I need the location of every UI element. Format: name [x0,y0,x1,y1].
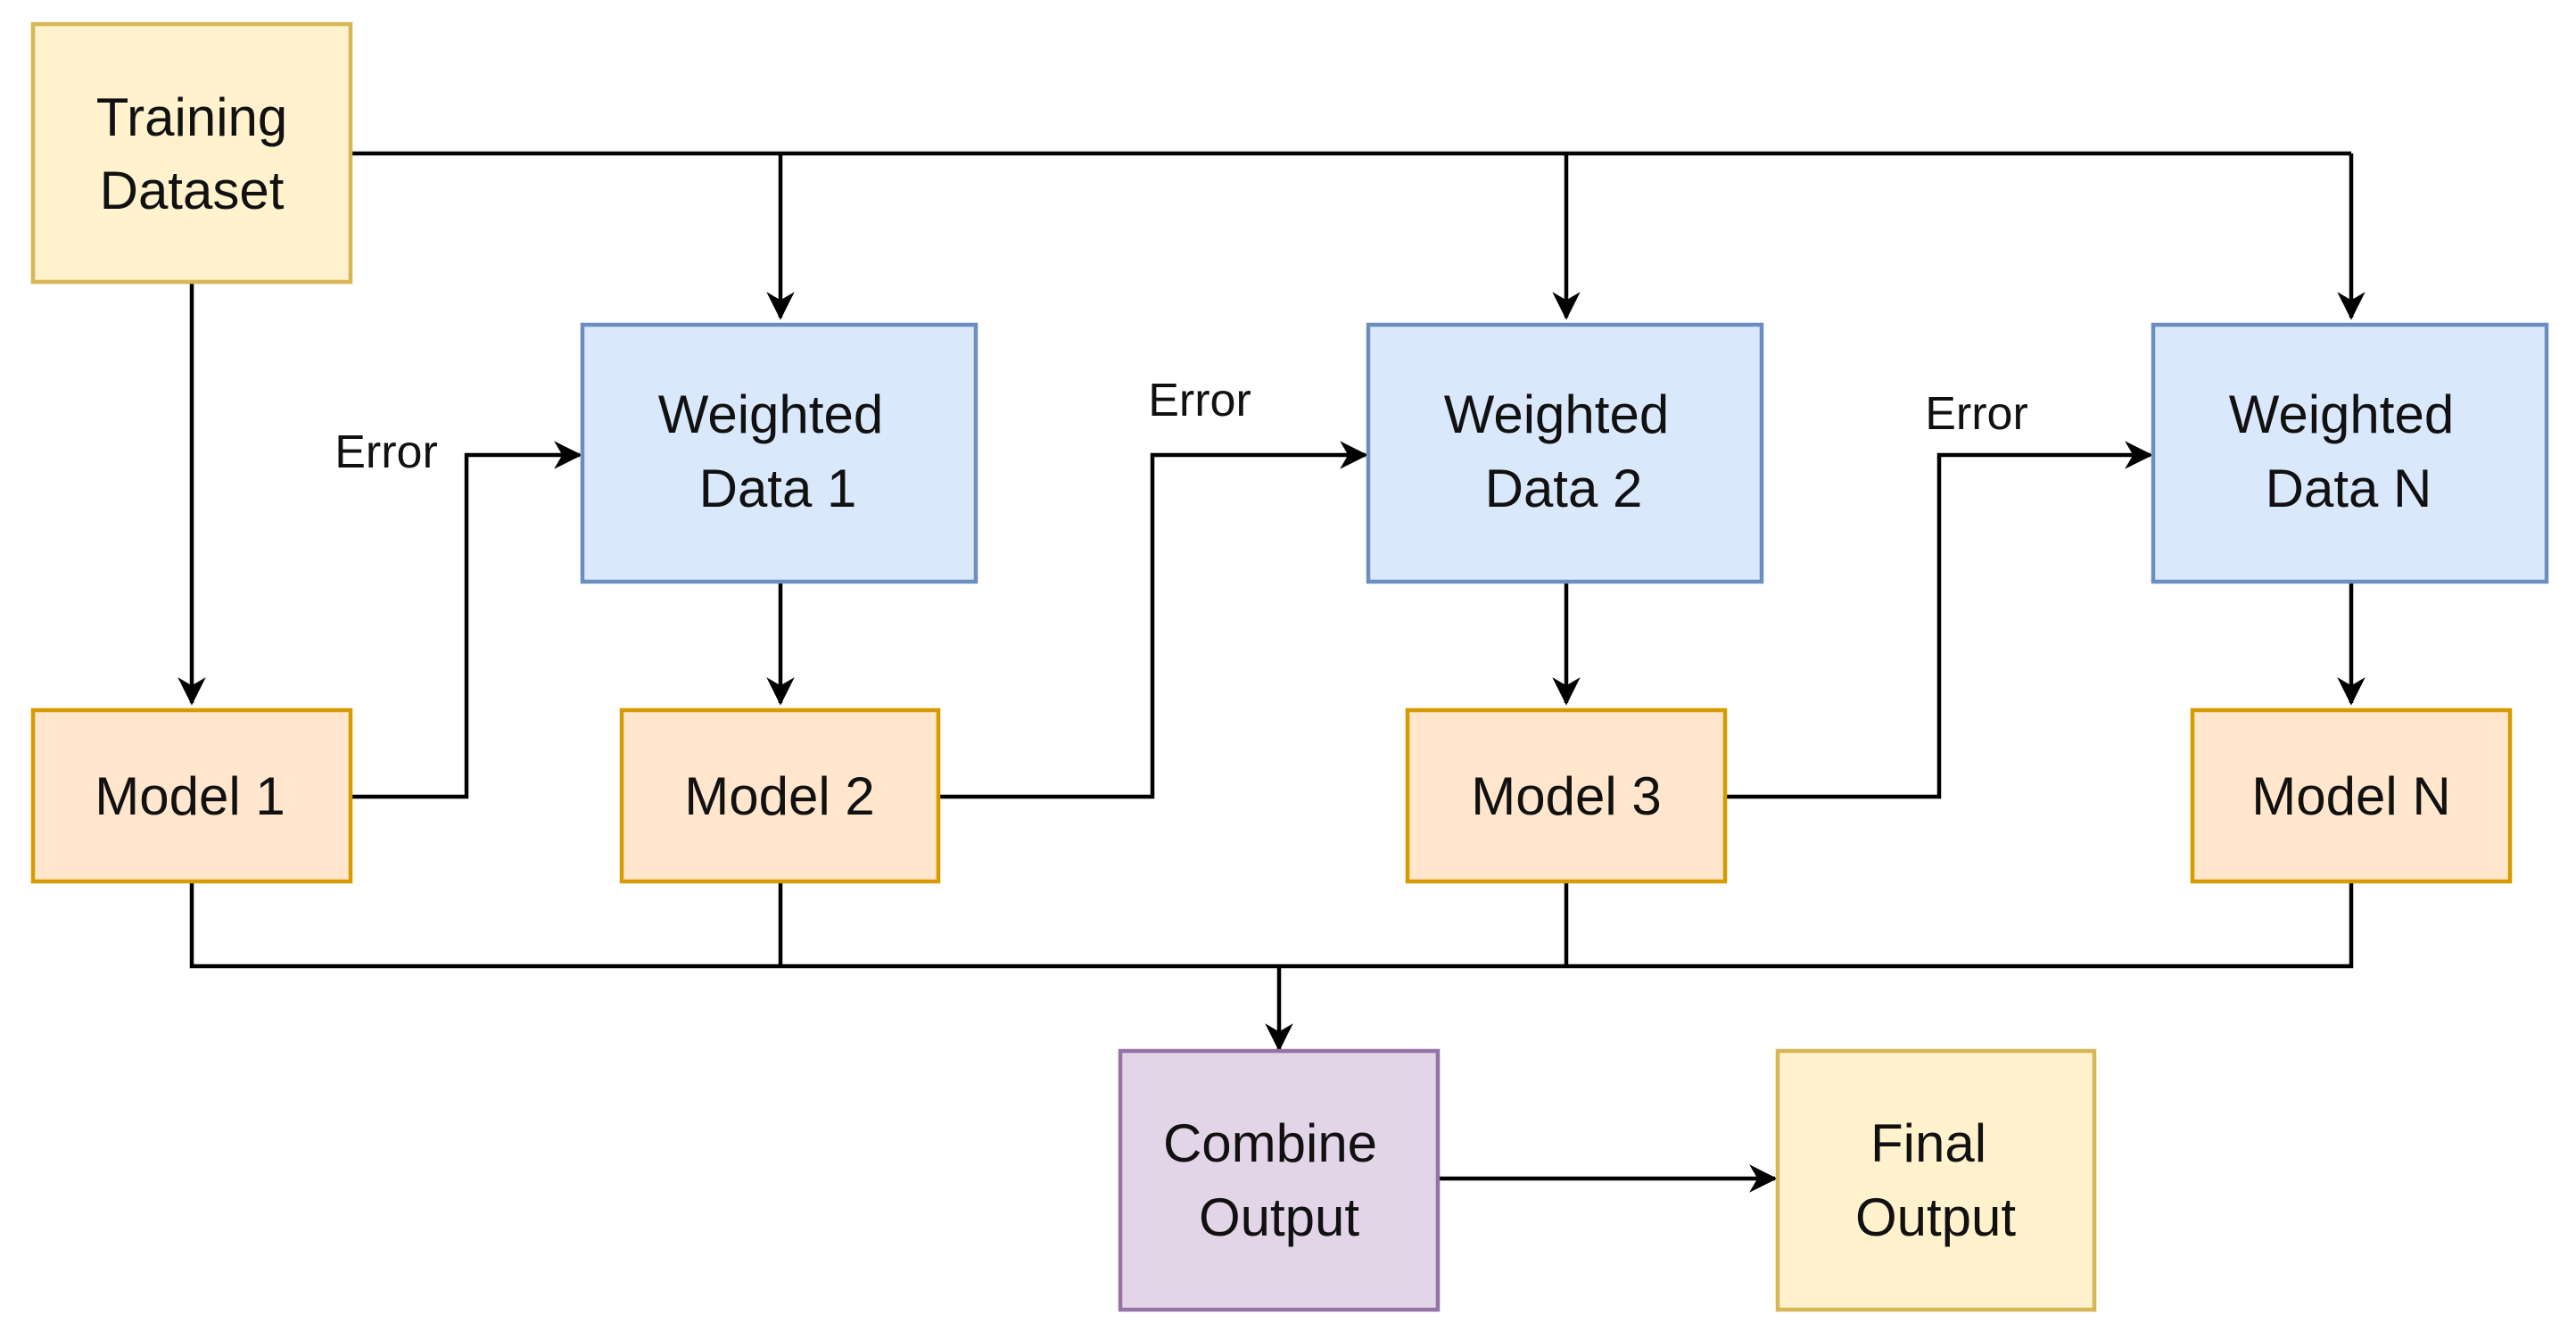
final-output-label-line1: Final [1870,1113,1986,1173]
weighted-data-2-label-line2: Data 2 [1485,459,1643,518]
model-2-label: Model 2 [684,766,874,826]
edge-models-combine-bus [189,883,2354,969]
model-n-box [2192,710,2510,881]
model-3-box [1408,710,1725,881]
final-output-box [1778,1051,2094,1310]
weighted-data-n-label-line2: Data N [2266,459,2432,518]
node-weighted-data-1: Weighted Data 1 [580,322,978,584]
model-n-border [2190,707,2513,884]
node-final-output: Final Output [1775,1048,2097,1312]
error-label-1: Error [334,426,438,478]
node-weighted-data-n: Weighted Data N [2151,322,2549,584]
edge-model-3-error-to-weighted-data-n [1725,441,2153,799]
weighted-data-2-label-line1: Weighted [1444,385,1669,444]
node-model-n: Model N [2190,707,2513,884]
weighted-data-2-border [1366,322,1764,584]
node-training-dataset: Training Dataset [30,21,353,285]
training-dataset-border [30,21,353,285]
model-n-label: Model N [2251,766,2450,826]
weighted-data-n-box [2153,325,2547,582]
node-combine-output: Combine Output [1118,1048,1441,1312]
node-model-2: Model 2 [619,707,941,884]
final-output-border [1775,1048,2097,1312]
combine-output-label-line1: Combine [1163,1113,1377,1173]
error-label-2: Error [1148,375,1251,426]
node-model-1: Model 1 [30,707,353,884]
model-2-box [622,710,938,881]
model-3-label: Model 3 [1471,766,1661,826]
weighted-data-2-box [1368,325,1762,582]
node-weighted-data-2: Weighted Data 2 [1366,322,1764,584]
model-1-border [30,707,353,884]
node-model-3: Model 3 [1405,707,1728,884]
edge-model-1-error-to-weighted-data-1 [351,441,582,799]
weighted-data-1-label-line1: Weighted [658,385,883,444]
combine-output-label-line2: Output [1199,1187,1359,1247]
training-dataset-box [33,24,351,282]
combine-output-border [1118,1048,1441,1312]
edges [178,151,2365,1193]
combine-output-box [1120,1051,1438,1310]
weighted-data-1-border [580,322,978,584]
model-1-label: Model 1 [95,766,285,826]
edge-model-2-error-to-weighted-data-2 [938,441,1368,799]
weighted-data-n-label-line1: Weighted [2229,385,2454,444]
model-1-box [33,710,351,881]
weighted-data-1-label-line2: Data 1 [699,459,857,518]
weighted-data-1-box [582,325,976,582]
final-output-label-line2: Output [1855,1187,2016,1247]
weighted-data-n-border [2151,322,2549,584]
model-2-border [619,707,941,884]
training-dataset-label-line2: Dataset [100,161,285,220]
model-3-border [1405,707,1728,884]
training-dataset-label-line1: Training [96,87,288,147]
error-label-3: Error [1925,388,2028,440]
